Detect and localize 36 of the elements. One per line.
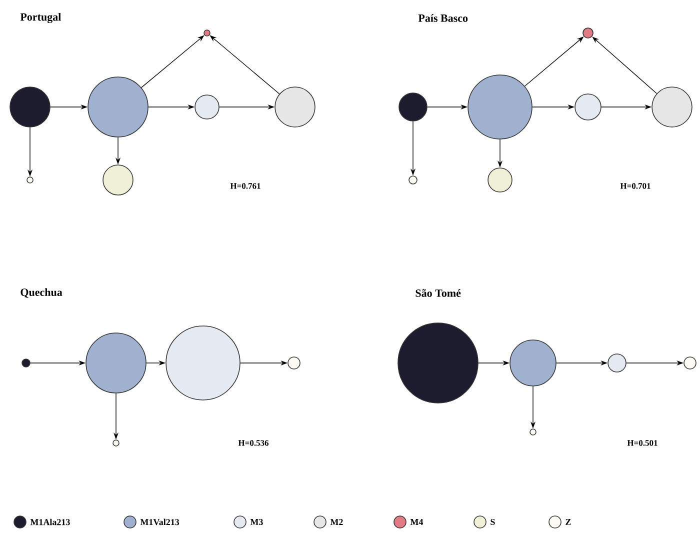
circle-node: [86, 332, 146, 394]
circle-node: [288, 356, 300, 370]
circle-node: [408, 176, 418, 184]
circle-node: [102, 164, 134, 196]
legend-label: M3: [250, 518, 263, 526]
arrow: [592, 36, 658, 94]
index-label: H=0.761: [230, 183, 260, 189]
circle-node: [652, 86, 692, 128]
legend-label: M1Ala213: [30, 518, 70, 526]
panel-title: Portugal: [20, 12, 61, 24]
legend-label: S: [490, 518, 495, 526]
legend-label: M2: [330, 519, 343, 525]
circle-node: [166, 326, 240, 400]
circle-node: [88, 76, 148, 138]
circle-node: [398, 92, 428, 122]
circle-node: [22, 358, 30, 368]
panel-title: País Basco: [418, 14, 468, 22]
circle-node: [574, 94, 602, 120]
circle-node: [398, 322, 478, 404]
index-label: H=0.701: [620, 183, 650, 189]
legend-label: Z: [566, 519, 571, 525]
circle-node: [488, 168, 512, 192]
panel-title: São Tomé: [416, 289, 461, 297]
circle-node: [274, 86, 316, 128]
index-label: H=0.501: [627, 440, 658, 446]
circle-node: [468, 74, 532, 140]
legend-label: M4: [410, 519, 424, 525]
circle-node: [10, 86, 50, 128]
circle-node: [510, 340, 556, 386]
circle-node: [608, 354, 626, 372]
circle-node: [684, 356, 696, 370]
index-label: H=0.536: [238, 440, 269, 446]
panel-title: Quechua: [20, 288, 62, 298]
circle-node: [194, 94, 220, 120]
circle-node: [582, 28, 594, 38]
legend-label: M1Val213: [140, 518, 180, 526]
